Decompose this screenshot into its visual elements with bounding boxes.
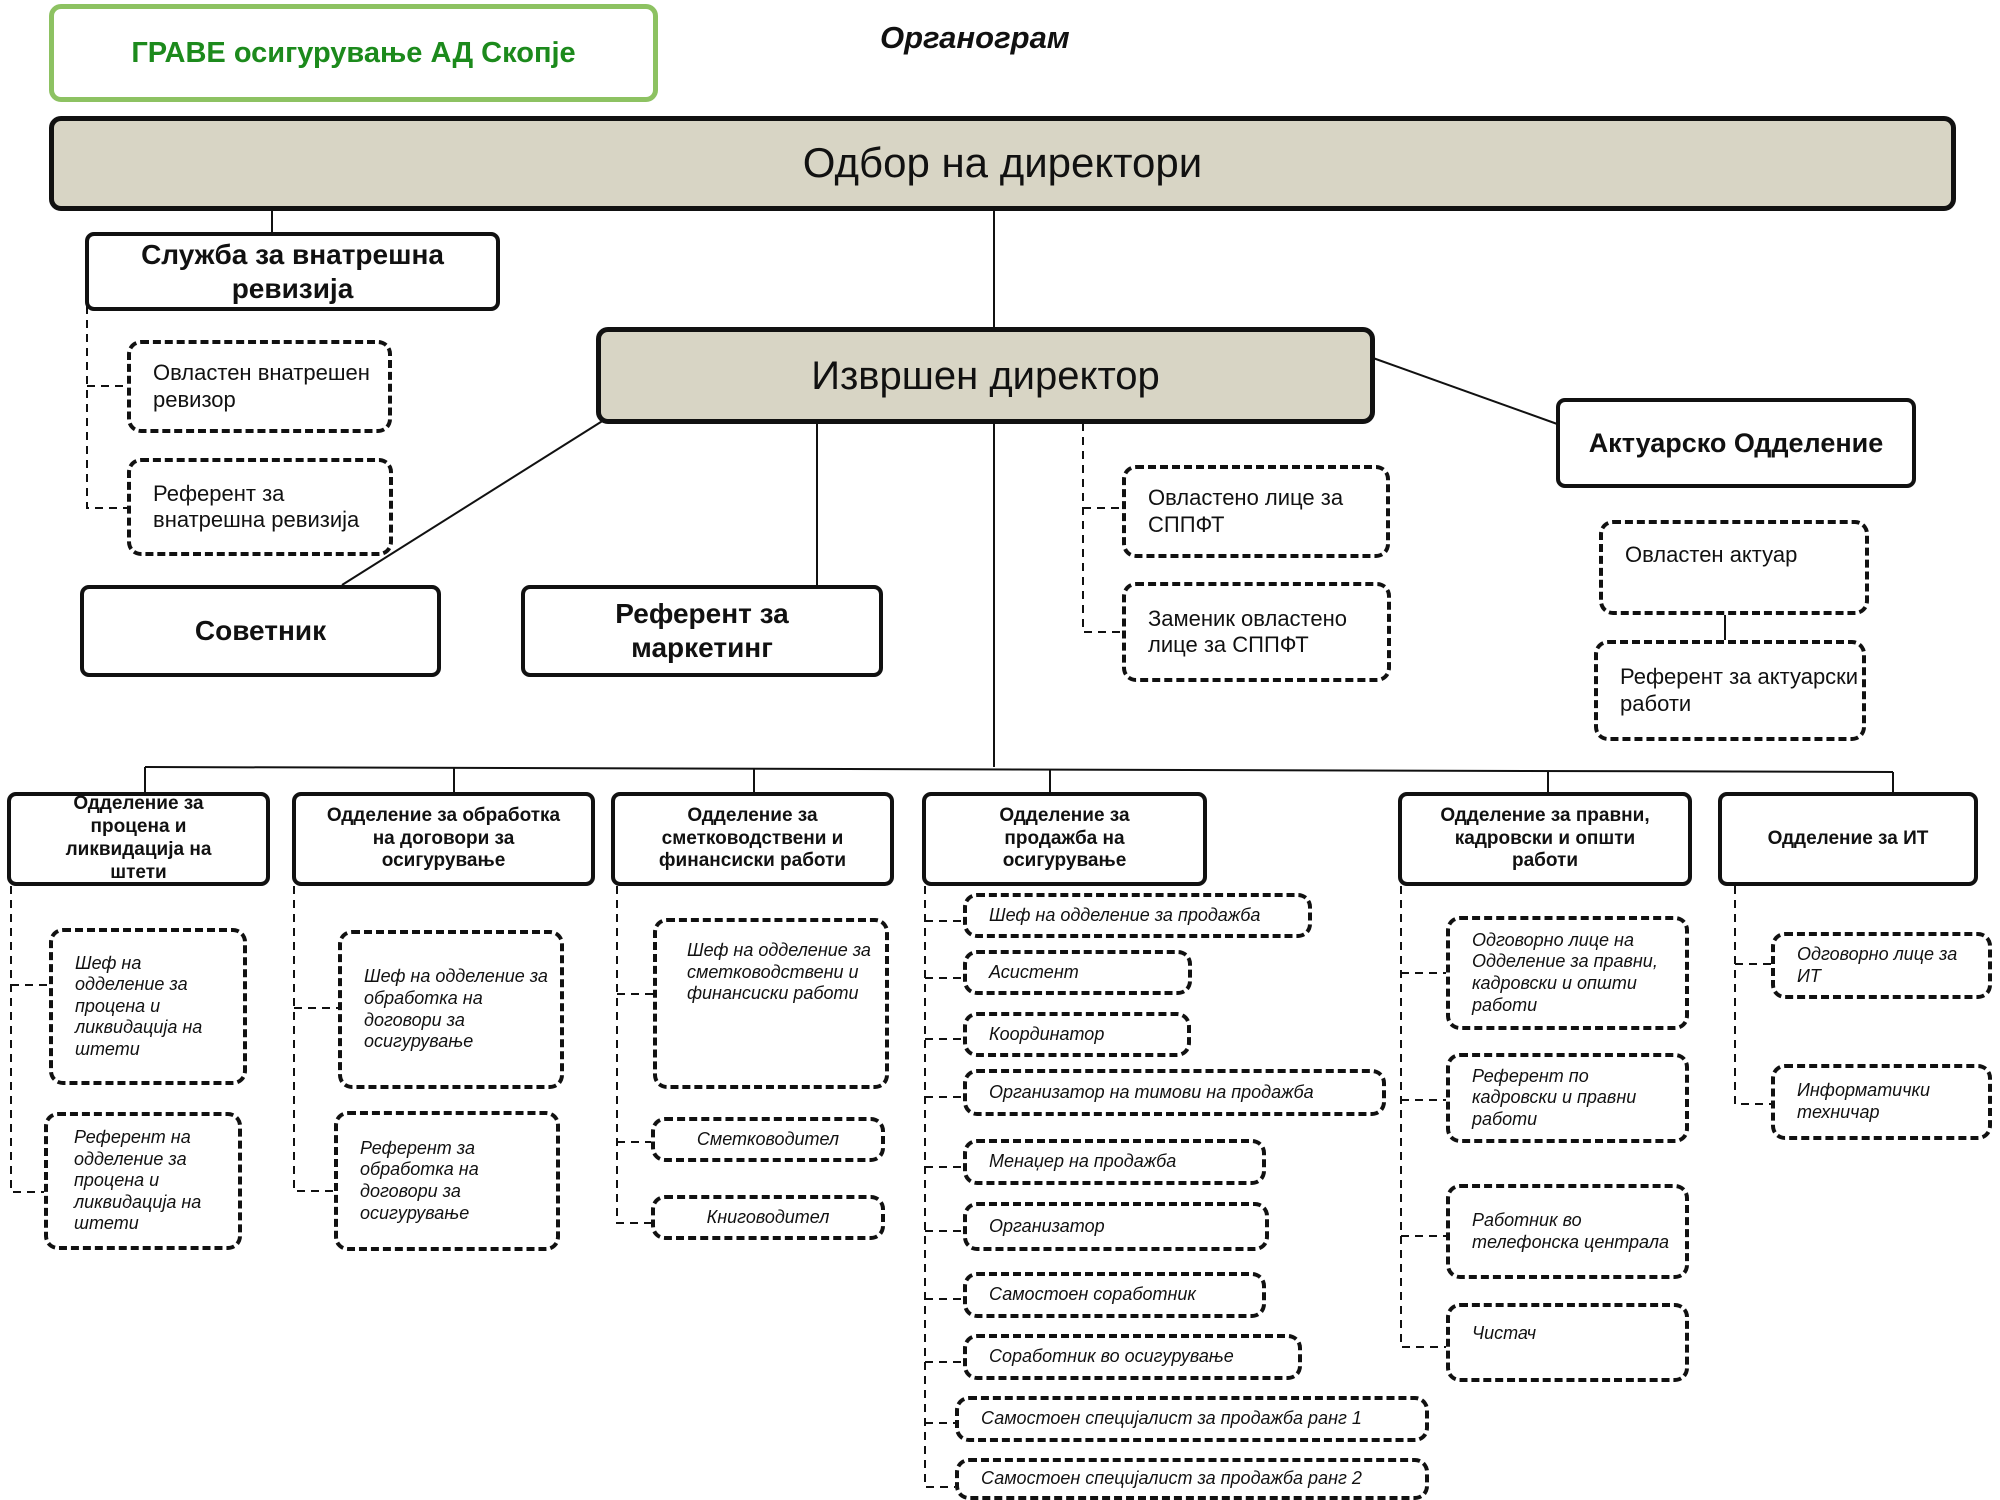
department-item: Самостоен специјалист за продажба ранг 2 <box>955 1458 1429 1500</box>
department-item: Референт по кадровски и правни работи <box>1446 1053 1689 1143</box>
department-item: Координатор <box>963 1012 1191 1057</box>
department-item: Работник во телефонска централа <box>1446 1184 1689 1279</box>
audit-item: Овластен внатрешен ревизор <box>127 340 392 433</box>
department-item: Одговорно лице за ИТ <box>1771 932 1992 999</box>
actuarial-department-box: Актуарско Одделение <box>1556 398 1916 488</box>
actuarial-item: Референт за актуарски работи <box>1594 640 1866 741</box>
department-item: Шеф на одделение за сметководствени и фи… <box>653 918 889 1089</box>
department-accounting-box: Одделение за сметководствени и финансиск… <box>611 792 894 886</box>
department-item: Референт за обработка на договори за оси… <box>334 1111 560 1251</box>
department-sales-box: Одделение за продажба на осигурување <box>922 792 1207 886</box>
audit-item: Референт за внатрешна ревизија <box>127 458 393 556</box>
company-logo: ГРАВЕ осигурување АД Скопје <box>49 4 658 102</box>
department-item: Шеф на одделение за обработка на договор… <box>338 930 564 1089</box>
page-title: Органограм <box>880 20 1070 55</box>
advisor-box: Советник <box>80 585 441 677</box>
department-item: Книговодител <box>651 1195 885 1240</box>
department-item: Соработник во осигурување <box>963 1334 1302 1380</box>
sppft-item: Овластено лице за СППФТ <box>1122 465 1390 558</box>
department-item: Информатички техничар <box>1771 1064 1992 1140</box>
department-item: Шеф на одделение за процена и ликвидациј… <box>49 928 247 1085</box>
department-item: Чистач <box>1446 1303 1689 1382</box>
department-item: Шеф на одделение за продажба <box>963 893 1312 938</box>
department-item: Одговорно лице на Одделение за правни, к… <box>1446 916 1689 1030</box>
internal-audit-box: Служба за внатрешна ревизија <box>85 232 500 311</box>
department-contracts-box: Одделение за обработка на договори за ос… <box>292 792 595 886</box>
department-item: Сметководител <box>651 1117 885 1162</box>
board-of-directors-box: Одбор на директори <box>49 116 1956 211</box>
executive-director-box: Извршен директор <box>596 327 1375 424</box>
department-item: Референт на одделение за процена и ликви… <box>44 1112 242 1250</box>
department-item: Организатор <box>963 1202 1269 1251</box>
department-item: Менаџер на продажба <box>963 1139 1266 1185</box>
department-item: Организатор на тимови на продажба <box>963 1069 1386 1116</box>
department-item: Самостоен соработник <box>963 1272 1266 1318</box>
department-claims-box: Одделение за процена и ликвидација на шт… <box>7 792 270 886</box>
sppft-item: Заменик овластено лице за СППФТ <box>1122 582 1391 682</box>
department-it-box: Одделение за ИТ <box>1718 792 1978 886</box>
marketing-box: Референт за маркетинг <box>521 585 883 677</box>
department-item: Самостоен специјалист за продажба ранг 1 <box>955 1396 1429 1442</box>
department-legal-box: Одделение за правни, кадровски и општи р… <box>1398 792 1692 886</box>
department-item: Асистент <box>963 950 1192 995</box>
actuarial-item: Овластен актуар <box>1599 520 1869 615</box>
